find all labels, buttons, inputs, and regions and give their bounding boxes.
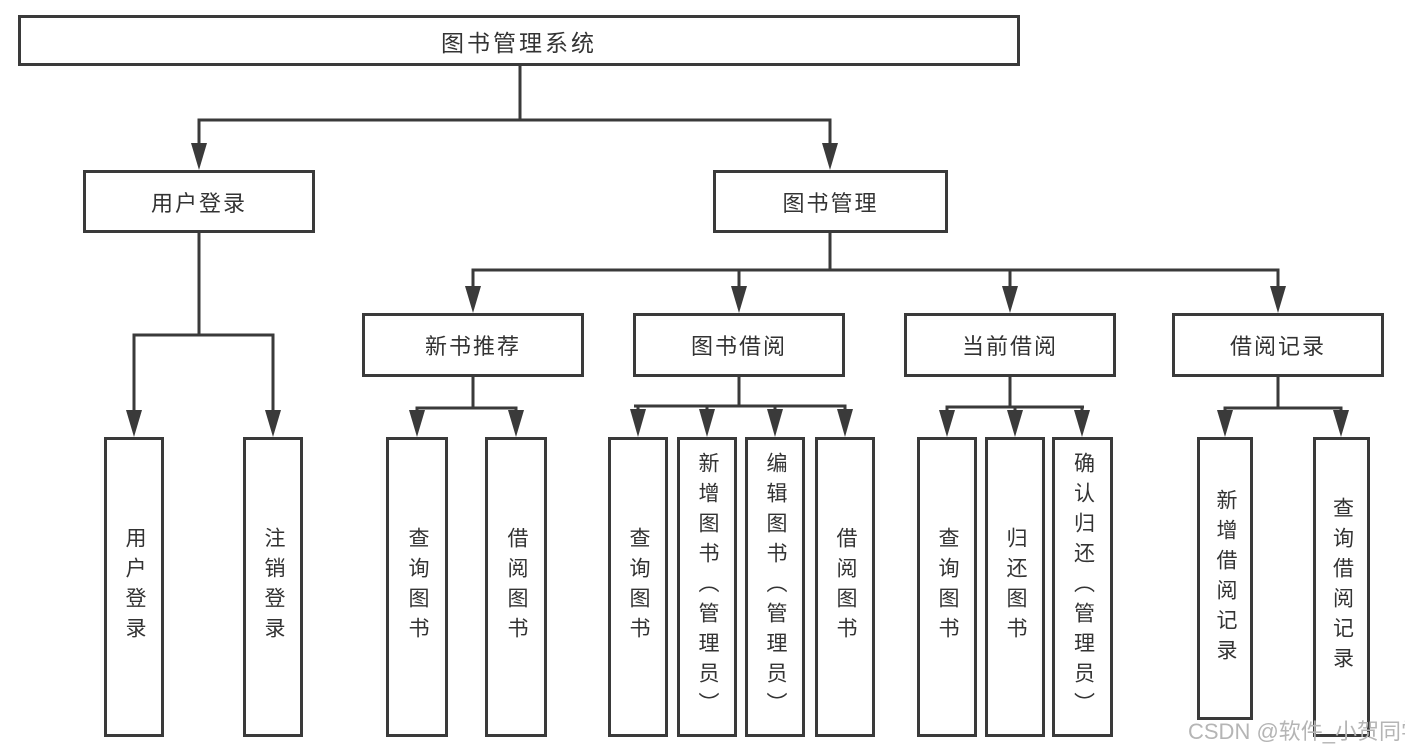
connector-root-to-level2: [191, 66, 838, 170]
node-label: 借阅图书: [834, 527, 857, 647]
arrowhead-icon: [191, 143, 207, 170]
node-leaf-return-book: 归还图书: [985, 437, 1045, 737]
node-library-management-system: 图书管理系统: [18, 15, 1020, 66]
connector-user-login-to-leaves: [126, 233, 281, 437]
node-label: 新书推荐: [424, 334, 521, 359]
node-label: 新增图书（管理员）: [696, 452, 719, 722]
node-book-management: 图书管理: [713, 170, 948, 233]
node-label: 新增借阅记录: [1214, 488, 1237, 669]
arrowhead-icon: [731, 286, 747, 313]
arrowhead-icon: [822, 143, 838, 170]
node-leaf-user-login: 用户登录: [104, 437, 164, 737]
arrowhead-icon: [1007, 410, 1023, 437]
node-leaf-borrow-books-1: 借阅图书: [485, 437, 547, 737]
arrowhead-icon: [1270, 286, 1286, 313]
node-leaf-borrow-books-2: 借阅图书: [815, 437, 875, 737]
node-leaf-confirm-return-admin: 确认归还（管理员）: [1052, 437, 1113, 737]
connector-current-borrow-to-leaves: [939, 377, 1090, 437]
arrowhead-icon: [1333, 410, 1349, 437]
node-label: 借阅记录: [1229, 334, 1326, 359]
node-label: 编辑图书（管理员）: [764, 452, 787, 722]
arrowhead-icon: [409, 410, 425, 437]
node-label: 查询借阅记录: [1330, 497, 1354, 677]
node-user-login: 用户登录: [83, 170, 315, 233]
node-book-borrowing: 图书借阅: [633, 313, 845, 377]
node-leaf-query-books-3: 查询图书: [917, 437, 977, 737]
arrowhead-icon: [699, 409, 715, 437]
connector-book-borrow-to-leaves: [630, 377, 853, 437]
arrowhead-icon: [1217, 410, 1233, 437]
node-label: 图书管理系统: [441, 29, 597, 56]
arrowhead-icon: [465, 286, 481, 313]
node-label: 当前借阅: [961, 334, 1058, 359]
node-leaf-query-books-2: 查询图书: [608, 437, 668, 737]
node-label: 查询图书: [936, 527, 959, 647]
node-leaf-add-borrow-record: 新增借阅记录: [1197, 437, 1253, 720]
arrowhead-icon: [630, 409, 646, 437]
connector-new-book-rec-to-leaves: [409, 377, 524, 437]
node-label: 注销登录: [262, 527, 285, 647]
node-current-borrowing: 当前借阅: [904, 313, 1116, 377]
node-leaf-edit-book-admin: 编辑图书（管理员）: [745, 437, 805, 737]
connector-borrow-records-to-leaves: [1217, 377, 1349, 437]
node-leaf-logout: 注销登录: [243, 437, 303, 737]
node-new-book-recommendation: 新书推荐: [362, 313, 584, 377]
node-label: 查询图书: [627, 527, 650, 647]
node-label: 确认归还（管理员）: [1071, 452, 1095, 722]
node-leaf-query-borrow-record: 查询借阅记录: [1313, 437, 1370, 737]
node-label: 图书管理: [782, 190, 879, 216]
node-label: 用户登录: [123, 527, 146, 647]
node-leaf-query-books-1: 查询图书: [386, 437, 448, 737]
arrowhead-icon: [837, 409, 853, 437]
arrowhead-icon: [126, 410, 142, 437]
arrowhead-icon: [767, 409, 783, 437]
csdn-watermark: CSDN @软件_小贺同学: [1188, 719, 1405, 744]
node-leaf-add-book-admin: 新增图书（管理员）: [677, 437, 737, 737]
node-label: 借阅图书: [505, 527, 528, 647]
arrowhead-icon: [1002, 286, 1018, 313]
node-label: 图书借阅: [690, 334, 787, 359]
arrowhead-icon: [1074, 410, 1090, 437]
node-label: 用户登录: [150, 190, 247, 216]
connector-book-mgmt-to-level3: [465, 233, 1286, 313]
arrowhead-icon: [939, 410, 955, 437]
node-label: 归还图书: [1004, 527, 1027, 647]
arrowhead-icon: [508, 410, 524, 437]
node-label: 查询图书: [406, 527, 429, 647]
node-borrowing-records: 借阅记录: [1172, 313, 1384, 377]
arrowhead-icon: [265, 410, 281, 437]
